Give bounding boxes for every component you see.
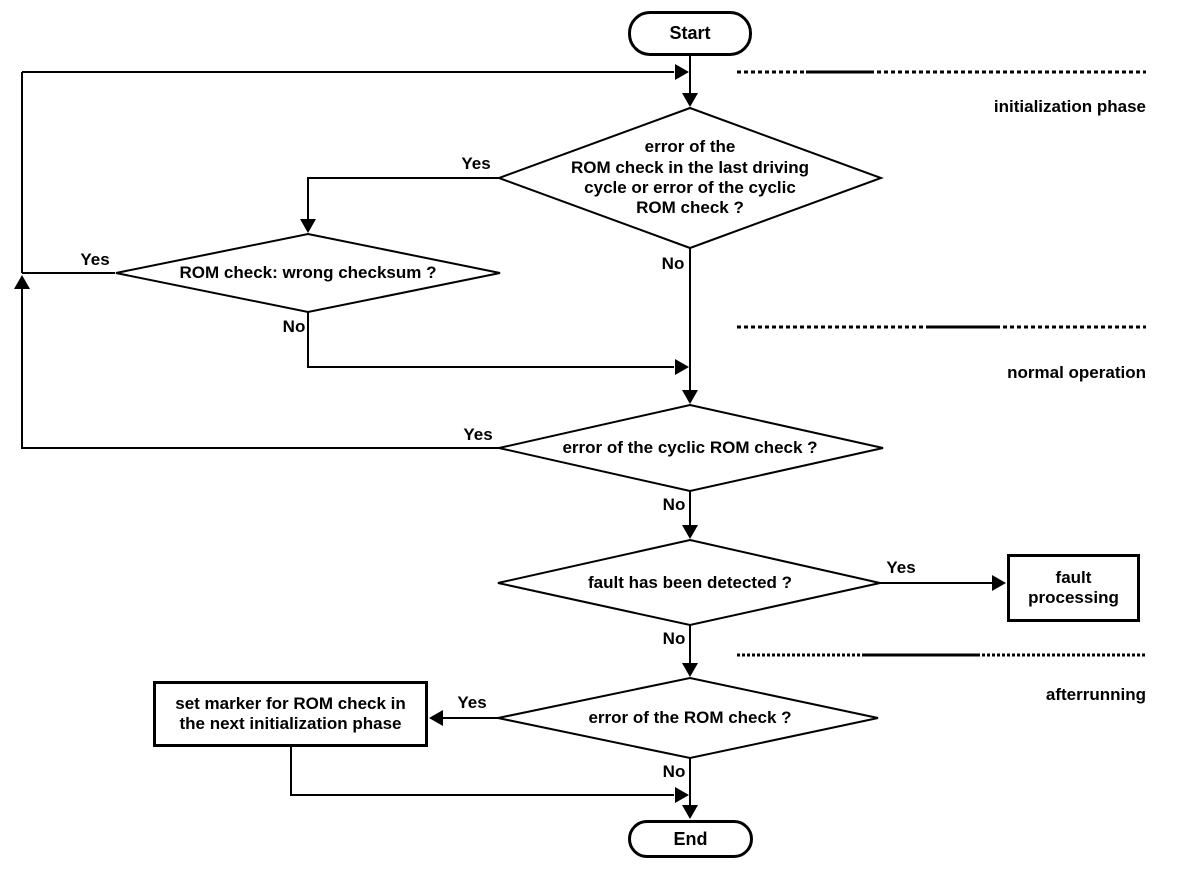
arrow-into-end [682,805,698,819]
label-cyclic-no: No [662,495,686,514]
decision-initial-rom-check: error of the ROM check in the last drivi… [510,132,870,224]
decision-cyclic-shape [498,403,884,493]
arrow-d2no-into-trunk [675,359,689,375]
arrow-into-d4 [682,525,698,539]
set-marker-text: set marker for ROM check in the next ini… [175,693,406,733]
arrow-d3yes-up [14,275,30,289]
end-label: End [673,828,708,849]
label-checksum-yes: Yes [80,250,110,269]
label-cyclic-yes: Yes [463,425,493,444]
phase-label-normal-operation: normal operation [1007,363,1146,382]
arrow-into-d5 [682,663,698,677]
start-terminal: Start [628,11,752,56]
arrow-into-marker-box [429,710,443,726]
decision-shapes [115,106,884,760]
edge-marker-to-trunk [290,747,674,796]
arrow-into-d2 [300,219,316,233]
edge-d1-yes [307,177,499,224]
decision-wrong-checksum: ROM check: wrong checksum ? [160,258,456,288]
decision-initial-shape [496,106,884,250]
decision-fault-detected: fault has been detected ? [540,569,840,597]
decision-rom-shape [497,676,879,760]
arrow-marker-into-trunk [675,787,689,803]
fault-processing-box: fault processing [1007,554,1140,622]
phase-label-afterrunning: afterrunning [1045,685,1146,704]
flow-lines [21,56,995,810]
arrowheads [14,64,1006,819]
label-fault-no: No [662,629,686,648]
arrow-into-d1 [682,93,698,107]
phase-label-initialization: initialization phase [993,97,1146,116]
start-label: Start [669,23,711,43]
decision-checksum-text: ROM check: wrong checksum ? [179,262,437,282]
set-marker-box: set marker for ROM check in the next ini… [153,681,428,747]
decision-initial-text: error of the ROM check in the last drivi… [570,137,810,218]
label-fault-yes: Yes [886,558,916,577]
arrow-into-d3 [682,390,698,404]
decision-fault-text: fault has been detected ? [587,572,793,592]
arrow-feedback-into-trunk [675,64,689,80]
arrow-into-fault-box [992,575,1006,591]
decision-cyclic-rom-check: error of the cyclic ROM check ? [520,434,860,462]
edge-d3-yes [21,289,499,449]
fault-processing-text: fault processing [1028,567,1119,607]
decision-cyclic-text: error of the cyclic ROM check ? [562,437,818,457]
label-rom-no: No [662,762,686,781]
label-rom-yes: Yes [457,693,487,712]
decision-rom-text: error of the ROM check ? [588,707,792,727]
label-checksum-no: No [282,317,306,336]
decision-checksum-shape [115,232,501,314]
edge-d2-no [307,312,674,368]
label-initial-no: No [661,254,685,273]
phase-separators [737,70,1146,657]
decision-fault-shape [497,538,881,627]
end-terminal: End [628,820,753,858]
decision-rom-check: error of the ROM check ? [540,704,840,732]
label-initial-yes: Yes [461,154,491,173]
